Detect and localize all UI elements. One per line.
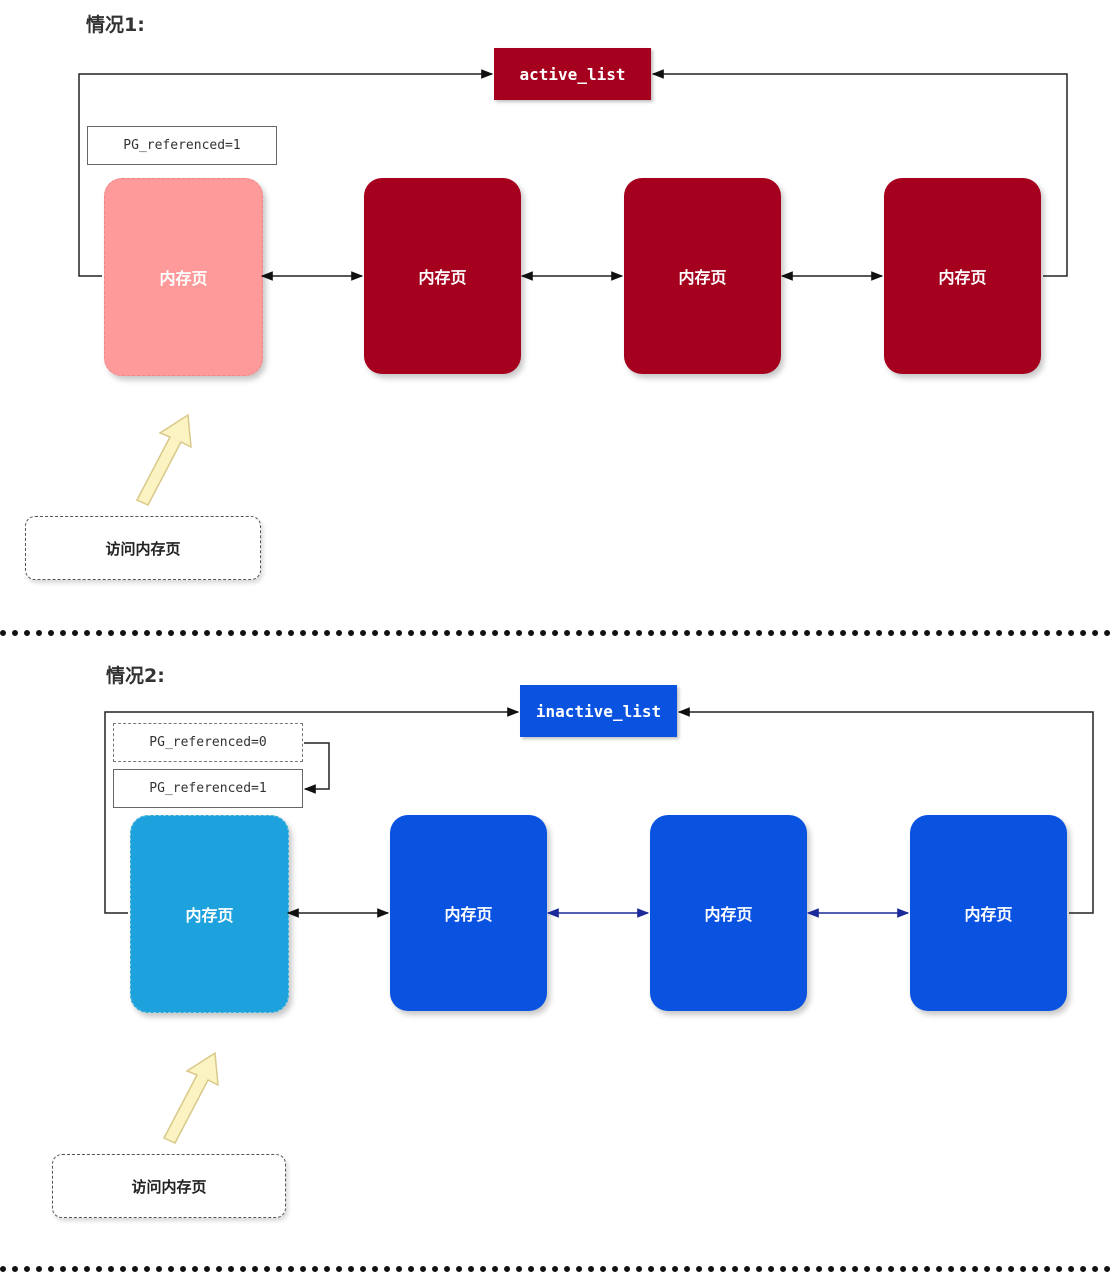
access-memory-page-callout: 访问内存页 (25, 516, 261, 580)
case1-title: 情况1: (86, 14, 145, 36)
section-separator (0, 630, 1111, 636)
access-memory-page-callout: 访问内存页 (52, 1154, 286, 1218)
memory-page: 内存页 (910, 815, 1067, 1011)
flag-transition-arrow (303, 742, 330, 794)
pg-referenced-flag: PG_referenced=1 (87, 126, 277, 165)
pg-referenced-flag-after: PG_referenced=1 (113, 769, 303, 808)
memory-page: 内存页 (364, 178, 521, 374)
access-arrow (135, 413, 192, 506)
memory-page: 内存页 (650, 815, 807, 1011)
case2-title: 情况2: (106, 665, 165, 687)
memory-page: 内存页 (624, 178, 781, 374)
memory-page: 内存页 (390, 815, 547, 1011)
memory-page-accessed: 内存页 (104, 178, 263, 376)
memory-page: 内存页 (884, 178, 1041, 374)
case1-ring-connector (78, 69, 1068, 277)
memory-page-accessed: 内存页 (130, 815, 289, 1013)
pg-referenced-flag-before: PG_referenced=0 (113, 723, 303, 762)
active-list-head: active_list (494, 48, 651, 100)
access-arrow (162, 1051, 219, 1144)
inactive-list-head: inactive_list (520, 685, 677, 737)
case2-ring-connector (104, 707, 1094, 914)
section-separator (0, 1266, 1111, 1272)
